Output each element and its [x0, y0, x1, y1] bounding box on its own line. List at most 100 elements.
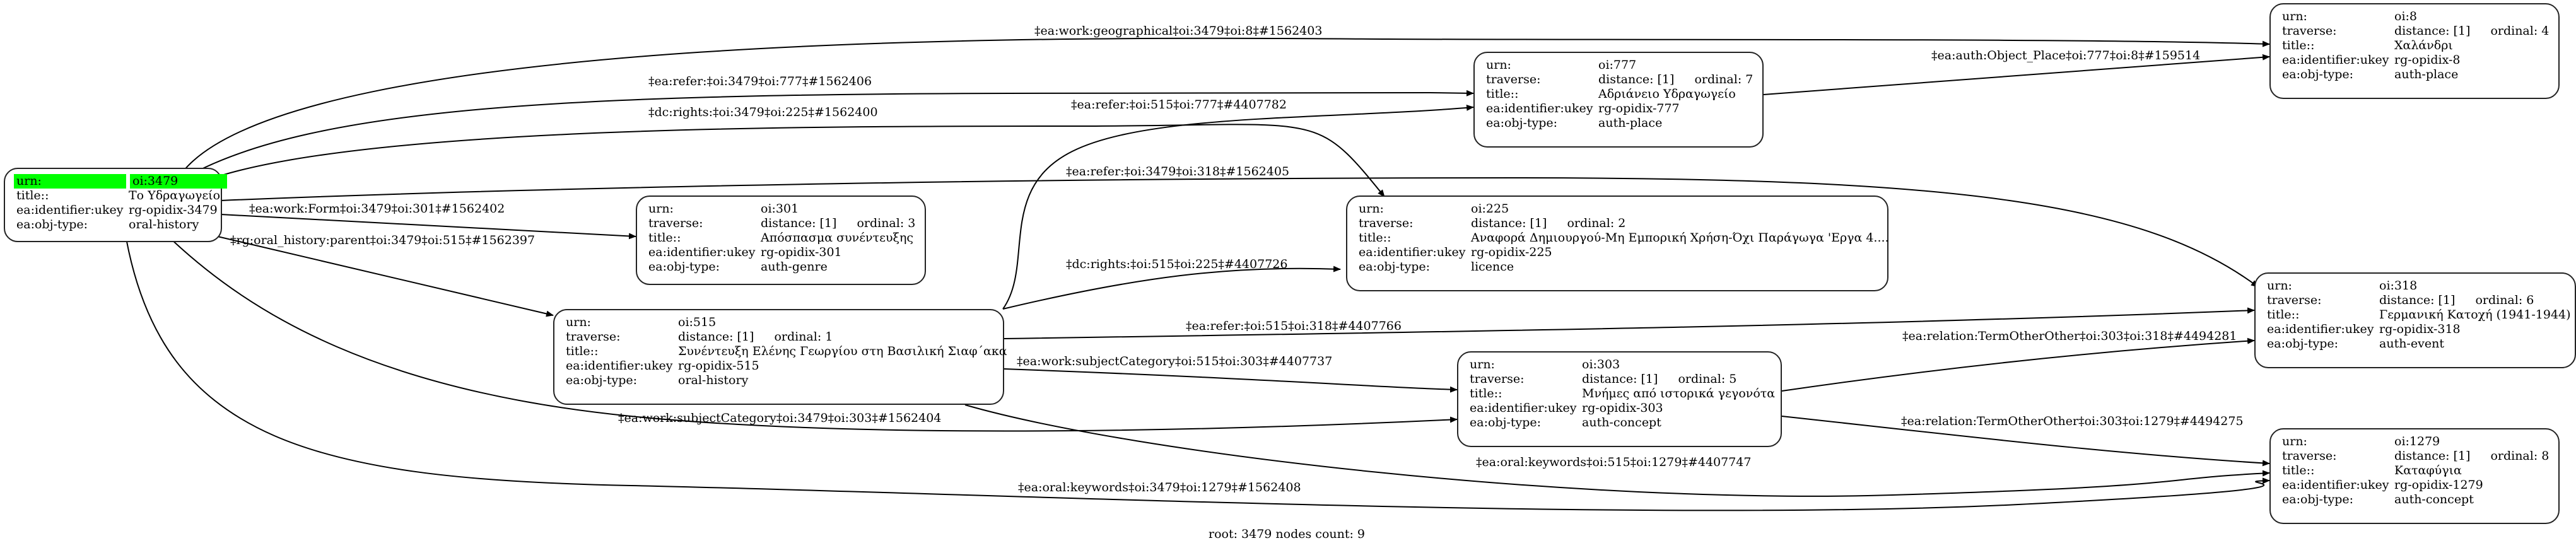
edge-3479-301[interactable] [220, 214, 636, 240]
traverse-ordinal: ordinal: 7 [1694, 73, 1753, 86]
row-value: oi:303 [1582, 358, 1620, 371]
row-key: urn: [1486, 58, 1511, 72]
row-value: rg-opidix-303 [1582, 401, 1663, 415]
row-value: oi:8 [2394, 9, 2418, 23]
node-row-title: title::Απόσπασμα συνέντευξης [646, 231, 916, 245]
row-key: ea:obj-type: [1486, 116, 1558, 130]
edge-label: ‡ea:work:Form‡oi:3479‡oi:301‡#1562402 [249, 202, 505, 216]
node-row-title: title::Συνέντευξη Ελένης Γεωργίου στη Βα… [563, 344, 1007, 359]
edge-label: ‡ea:relation:TermOtherOther‡oi:303‡oi:12… [1901, 414, 2244, 428]
edge-3479-777[interactable] [189, 90, 1474, 176]
row-value: Γερμανική Κατοχή (1941-1944) [2379, 308, 2571, 322]
node-row-title: title::Μνήμες από ιστορικά γεγονότα [1467, 387, 1775, 401]
row-key: traverse: [1470, 372, 1525, 386]
edge-303-318[interactable] [1781, 337, 2255, 392]
edge-3479-303[interactable] [170, 238, 1458, 432]
edge-label: ‡rg:oral_history:parent‡oi:3479‡oi:515‡#… [230, 233, 536, 247]
edge-515-303[interactable] [1004, 368, 1458, 393]
node-row-urn: urn:oi:225 [1356, 202, 1878, 216]
traverse-distance: distance: [1] [678, 330, 754, 344]
row-value: distance: [1]ordinal: 3 [758, 216, 915, 231]
row-key: ea:obj-type: [2282, 493, 2354, 506]
traverse-ordinal: ordinal: 6 [2475, 293, 2534, 307]
edge-3479-515[interactable] [217, 236, 554, 317]
node-row-title: title::Καταφύγια [2280, 463, 2550, 478]
node-row-urn: urn: oi:303 [1467, 358, 1772, 372]
node-row-urn: urn: oi:3479 [14, 174, 227, 189]
row-key: ea:identifier:ukey [2267, 322, 2374, 336]
traverse-distance: distance: [1] [1598, 73, 1675, 86]
node-oi-303[interactable]: urn: oi:303 traverse: distance: [1]ordinal:… [1457, 351, 1782, 447]
edge-3479-8[interactable] [182, 37, 2270, 172]
row-value: oi:301 [761, 202, 799, 216]
edge-3479-225[interactable] [217, 124, 1385, 197]
row-key: ea:obj-type: [1470, 416, 1542, 429]
row-value: rg-opidix-1279 [2394, 478, 2483, 492]
node-row-ukey: ea:identifier:ukey rg-opidix-318 [2264, 322, 2566, 337]
edge-515-1279[interactable] [964, 404, 2270, 497]
node-row-traverse: traverse: distance: [1]ordinal: 2 [1356, 216, 1878, 231]
row-key: urn: [14, 174, 126, 189]
row-key: ea:identifier:ukey [2282, 53, 2389, 67]
edge-3479-318[interactable] [220, 177, 2259, 288]
row-value: oi:3479 [130, 174, 227, 189]
row-value: rg-opidix-515 [678, 359, 759, 373]
edge-515-225[interactable] [1002, 265, 1341, 310]
row-key: urn: [1470, 358, 1495, 371]
row-key: traverse: [1359, 216, 1414, 230]
edge-303-1279[interactable] [1781, 416, 2270, 467]
row-key: title:: [2282, 38, 2315, 52]
node-row-traverse: traverse:distance: [1]ordinal: 7 [1484, 73, 1753, 87]
row-key: ea:obj-type: [2282, 67, 2354, 81]
row-key: ea:identifier:ukey [566, 359, 673, 373]
row-value: rg-opidix-318 [2379, 322, 2461, 336]
edge-label: ‡ea:refer:‡oi:515‡oi:318‡#4407766 [1186, 319, 1402, 333]
row-key: traverse: [566, 330, 621, 344]
edge-515-777[interactable] [1002, 104, 1474, 310]
row-key: title:: [1486, 87, 1519, 101]
edge-label: ‡ea:refer:‡oi:515‡oi:777‡#4407782 [1071, 98, 1287, 112]
row-value: distance: [1]ordinal: 2 [1468, 216, 1625, 231]
node-row-urn: urn:oi:515 [563, 315, 994, 330]
row-value: distance: [1]ordinal: 8 [2392, 449, 2549, 463]
node-row-traverse: traverse:distance: [1]ordinal: 8 [2280, 449, 2550, 463]
node-row-objtype: ea:obj-type:licence [1356, 260, 1878, 274]
traverse-distance: distance: [1] [1582, 372, 1658, 386]
row-value: distance: [1] ordinal: 1 [676, 330, 833, 344]
traverse-distance: distance: [1] [2394, 24, 2471, 38]
row-key: traverse: [2267, 293, 2322, 307]
node-row-objtype: ea:obj-type:auth-genre [646, 260, 916, 274]
row-value: distance: [1]ordinal: 5 [1579, 372, 1736, 387]
traverse-ordinal: ordinal: 1 [774, 330, 833, 344]
row-value: auth-concept [1582, 416, 1661, 429]
node-row-urn: urn:oi:301 [646, 202, 916, 216]
node-row-urn: urn:oi:318 [2264, 279, 2566, 293]
row-value: rg-opidix-301 [761, 245, 842, 259]
row-value: licence [1471, 260, 1514, 274]
row-value: auth-place [1598, 116, 1663, 130]
node-oi-3479[interactable]: urn:oi:3479 title::Το Υδραγωγείο ea:iden… [4, 168, 227, 242]
row-key: traverse: [2282, 24, 2337, 38]
row-value: Απόσπασμα συνέντευξης [761, 231, 913, 245]
edge-3479-1279[interactable] [126, 238, 2270, 511]
edge-777-8[interactable] [1763, 54, 2270, 95]
edge-label: ‡dc:rights:‡oi:3479‡oi:225‡#1562400 [648, 105, 878, 119]
edge-label: ‡ea:refer:‡oi:3479‡oi:777‡#1562406 [648, 74, 872, 88]
row-key: title:: [2282, 463, 2315, 477]
graph-footer: root: 3479 nodes count: 9 [1209, 527, 1366, 541]
edge-515-318[interactable] [1004, 307, 2255, 339]
row-key: ea:identifier:ukey [1486, 102, 1593, 115]
